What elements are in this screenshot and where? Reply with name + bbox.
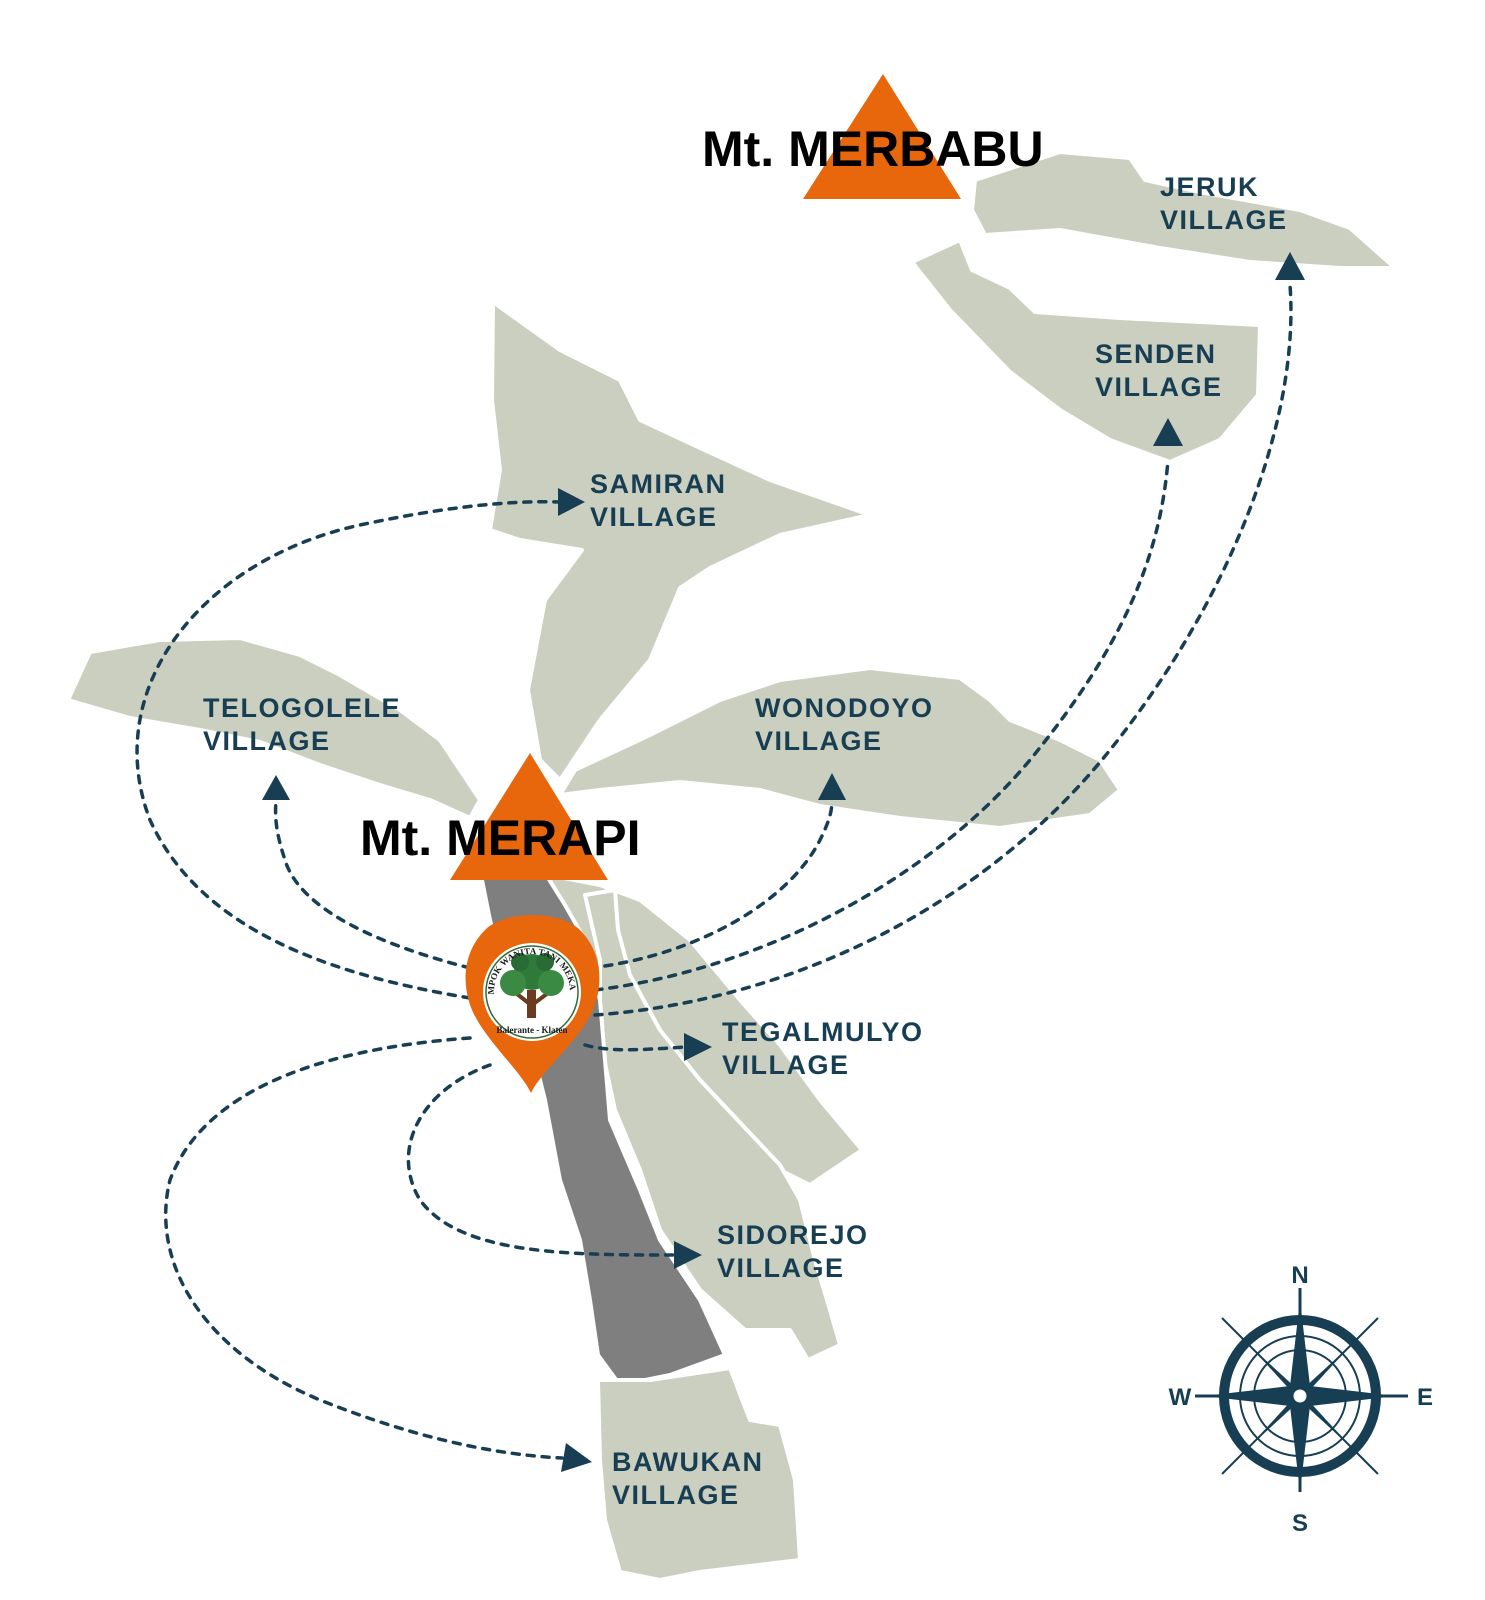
route-senden-arrow	[1153, 418, 1183, 446]
route-bawukan	[164, 1036, 564, 1460]
map-regions	[66, 150, 1397, 1582]
label-jeruk-line1: JERUK	[1160, 172, 1259, 202]
region-telogolele	[66, 636, 482, 820]
tree-logo-icon	[500, 953, 564, 1018]
label-sidorejo-line1: SIDOREJO	[717, 1220, 869, 1250]
route-wonodoyo-arrow	[818, 773, 846, 800]
route-telogolele	[273, 798, 472, 970]
label-senden-line2: VILLAGE	[1095, 372, 1223, 402]
label-jeruk: JERUK VILLAGE	[1160, 172, 1288, 235]
label-wonodoyo: WONODOYO VILLAGE	[755, 693, 934, 756]
label-telogolele-line1: TELOGOLELE	[203, 693, 401, 723]
compass-rose-icon	[1195, 1288, 1408, 1492]
label-samiran-line2: VILLAGE	[590, 502, 718, 532]
label-jeruk-line2: VILLAGE	[1160, 205, 1288, 235]
label-bawukan: BAWUKAN VILLAGE	[612, 1447, 764, 1510]
label-bawukan-line2: VILLAGE	[612, 1480, 740, 1510]
route-tegalmulyo-arrow	[684, 1033, 712, 1061]
region-bawukan	[596, 1366, 802, 1582]
label-senden: SENDEN VILLAGE	[1095, 339, 1223, 402]
route-sidorejo-arrow	[674, 1241, 702, 1269]
label-wonodoyo-line1: WONODOYO	[755, 693, 934, 723]
label-tegalmulyo-line1: TEGALMULYO	[722, 1017, 924, 1047]
mountain-merbabu-label: Mt. MERBABU	[702, 121, 1044, 177]
mountain-merapi-label: Mt. MERAPI	[360, 810, 641, 866]
logo-bottom-text: Balerante - Klaten	[497, 1025, 568, 1035]
label-senden-line1: SENDEN	[1095, 339, 1217, 369]
label-samiran-line1: SAMIRAN	[590, 469, 727, 499]
label-sidorejo: SIDOREJO VILLAGE	[717, 1220, 869, 1283]
route-wonodoyo	[588, 798, 834, 970]
route-tegalmulyo	[583, 1043, 687, 1052]
label-samiran: SAMIRAN VILLAGE	[590, 469, 727, 532]
label-sidorejo-line2: VILLAGE	[717, 1253, 845, 1283]
route-jeruk	[593, 283, 1293, 1017]
region-senden	[910, 238, 1262, 464]
compass-w: W	[1169, 1384, 1192, 1411]
route-samiran-arrow	[558, 488, 585, 516]
routes	[135, 252, 1305, 1472]
route-telogolele-arrow	[262, 775, 290, 800]
region-samiran	[488, 300, 872, 782]
region-sidorejo	[583, 888, 842, 1362]
route-bawukan-arrow	[561, 1443, 592, 1472]
compass-e: E	[1417, 1384, 1433, 1411]
region-jeruk	[970, 150, 1397, 270]
location-marker[interactable]: KELOMPOK WANITA TANI MEKAR SARI Balerant…	[0, 0, 600, 1093]
label-tegalmulyo: TEGALMULYO VILLAGE	[722, 1017, 924, 1080]
mountain-merapi-icon	[450, 753, 608, 880]
label-telogolele: TELOGOLELE VILLAGE	[203, 693, 401, 756]
label-telogolele-line2: VILLAGE	[203, 726, 331, 756]
route-senden	[593, 458, 1170, 992]
route-sidorejo	[406, 1063, 677, 1257]
compass-n: N	[1291, 1262, 1308, 1289]
village-labels: JERUK VILLAGE SENDEN VILLAGE SAMIRAN VIL…	[203, 172, 1288, 1510]
route-samiran	[135, 500, 562, 1000]
mountain-merbabu: Mt. MERBABU	[702, 74, 1044, 199]
label-wonodoyo-line2: VILLAGE	[755, 726, 883, 756]
route-jeruk-arrow	[1275, 252, 1305, 280]
mountain-merapi: Mt. MERAPI	[360, 753, 641, 880]
label-tegalmulyo-line2: VILLAGE	[722, 1050, 850, 1080]
logo-ring	[485, 945, 579, 1039]
mountain-merbabu-icon	[803, 74, 961, 199]
region-wonodoyo	[558, 666, 1122, 830]
label-bawukan-line1: BAWUKAN	[612, 1447, 764, 1477]
compass-s: S	[1292, 1510, 1308, 1537]
